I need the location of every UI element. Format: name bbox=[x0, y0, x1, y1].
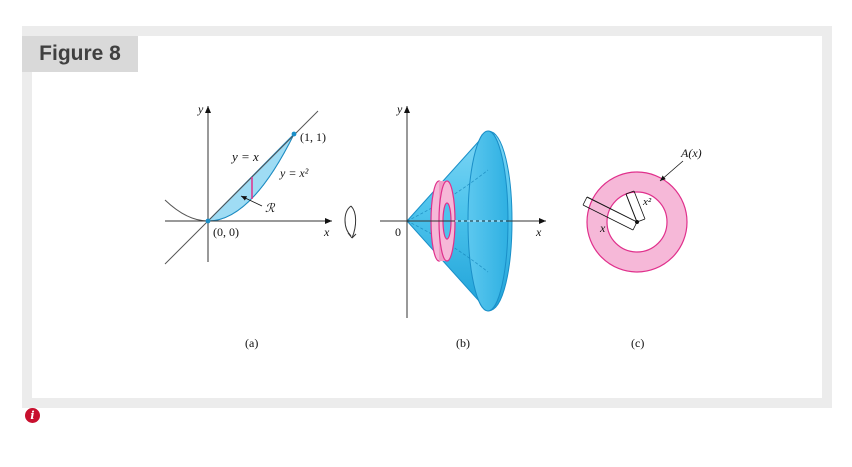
caption-b: (b) bbox=[456, 336, 470, 350]
info-icon[interactable]: i bbox=[25, 408, 40, 423]
caption-c: (c) bbox=[631, 336, 644, 350]
inner-radius-line bbox=[625, 193, 638, 223]
outer-radius-line bbox=[586, 196, 638, 223]
area-label: A(x) bbox=[680, 146, 702, 160]
line-label: y = x bbox=[230, 149, 259, 164]
rotation-arrow-icon bbox=[344, 205, 357, 239]
intersection-point bbox=[291, 131, 297, 137]
x-axis-label-b: x bbox=[535, 225, 542, 239]
origin-label-b: 0 bbox=[395, 225, 401, 239]
inner-radius-label: x² bbox=[642, 196, 652, 208]
line-y-equals-x bbox=[164, 110, 319, 265]
region-label: ℛ bbox=[265, 201, 276, 215]
x-axis-label-a: x bbox=[323, 225, 330, 239]
origin-point bbox=[205, 218, 211, 224]
curve-label: y = x² bbox=[279, 166, 309, 180]
washer-center bbox=[635, 220, 639, 224]
region-pointer bbox=[240, 195, 263, 207]
y-axis-label-a: y bbox=[197, 102, 204, 116]
caption-a: (a) bbox=[245, 336, 258, 350]
origin-label-a: (0, 0) bbox=[213, 225, 239, 239]
figure-title: Figure 8 bbox=[22, 36, 138, 72]
panel-a: y x (1, 1) y = x y = x² (0, 0) ℛ (a) bbox=[164, 102, 332, 350]
point-label-1-1: (1, 1) bbox=[300, 130, 326, 144]
panel-c: A(x) x x² (c) bbox=[582, 146, 702, 350]
outer-radius-label: x bbox=[599, 221, 606, 235]
y-axis-label-b: y bbox=[396, 102, 403, 116]
panel-b: y x 0 (b) bbox=[380, 102, 546, 350]
area-pointer bbox=[659, 160, 684, 182]
